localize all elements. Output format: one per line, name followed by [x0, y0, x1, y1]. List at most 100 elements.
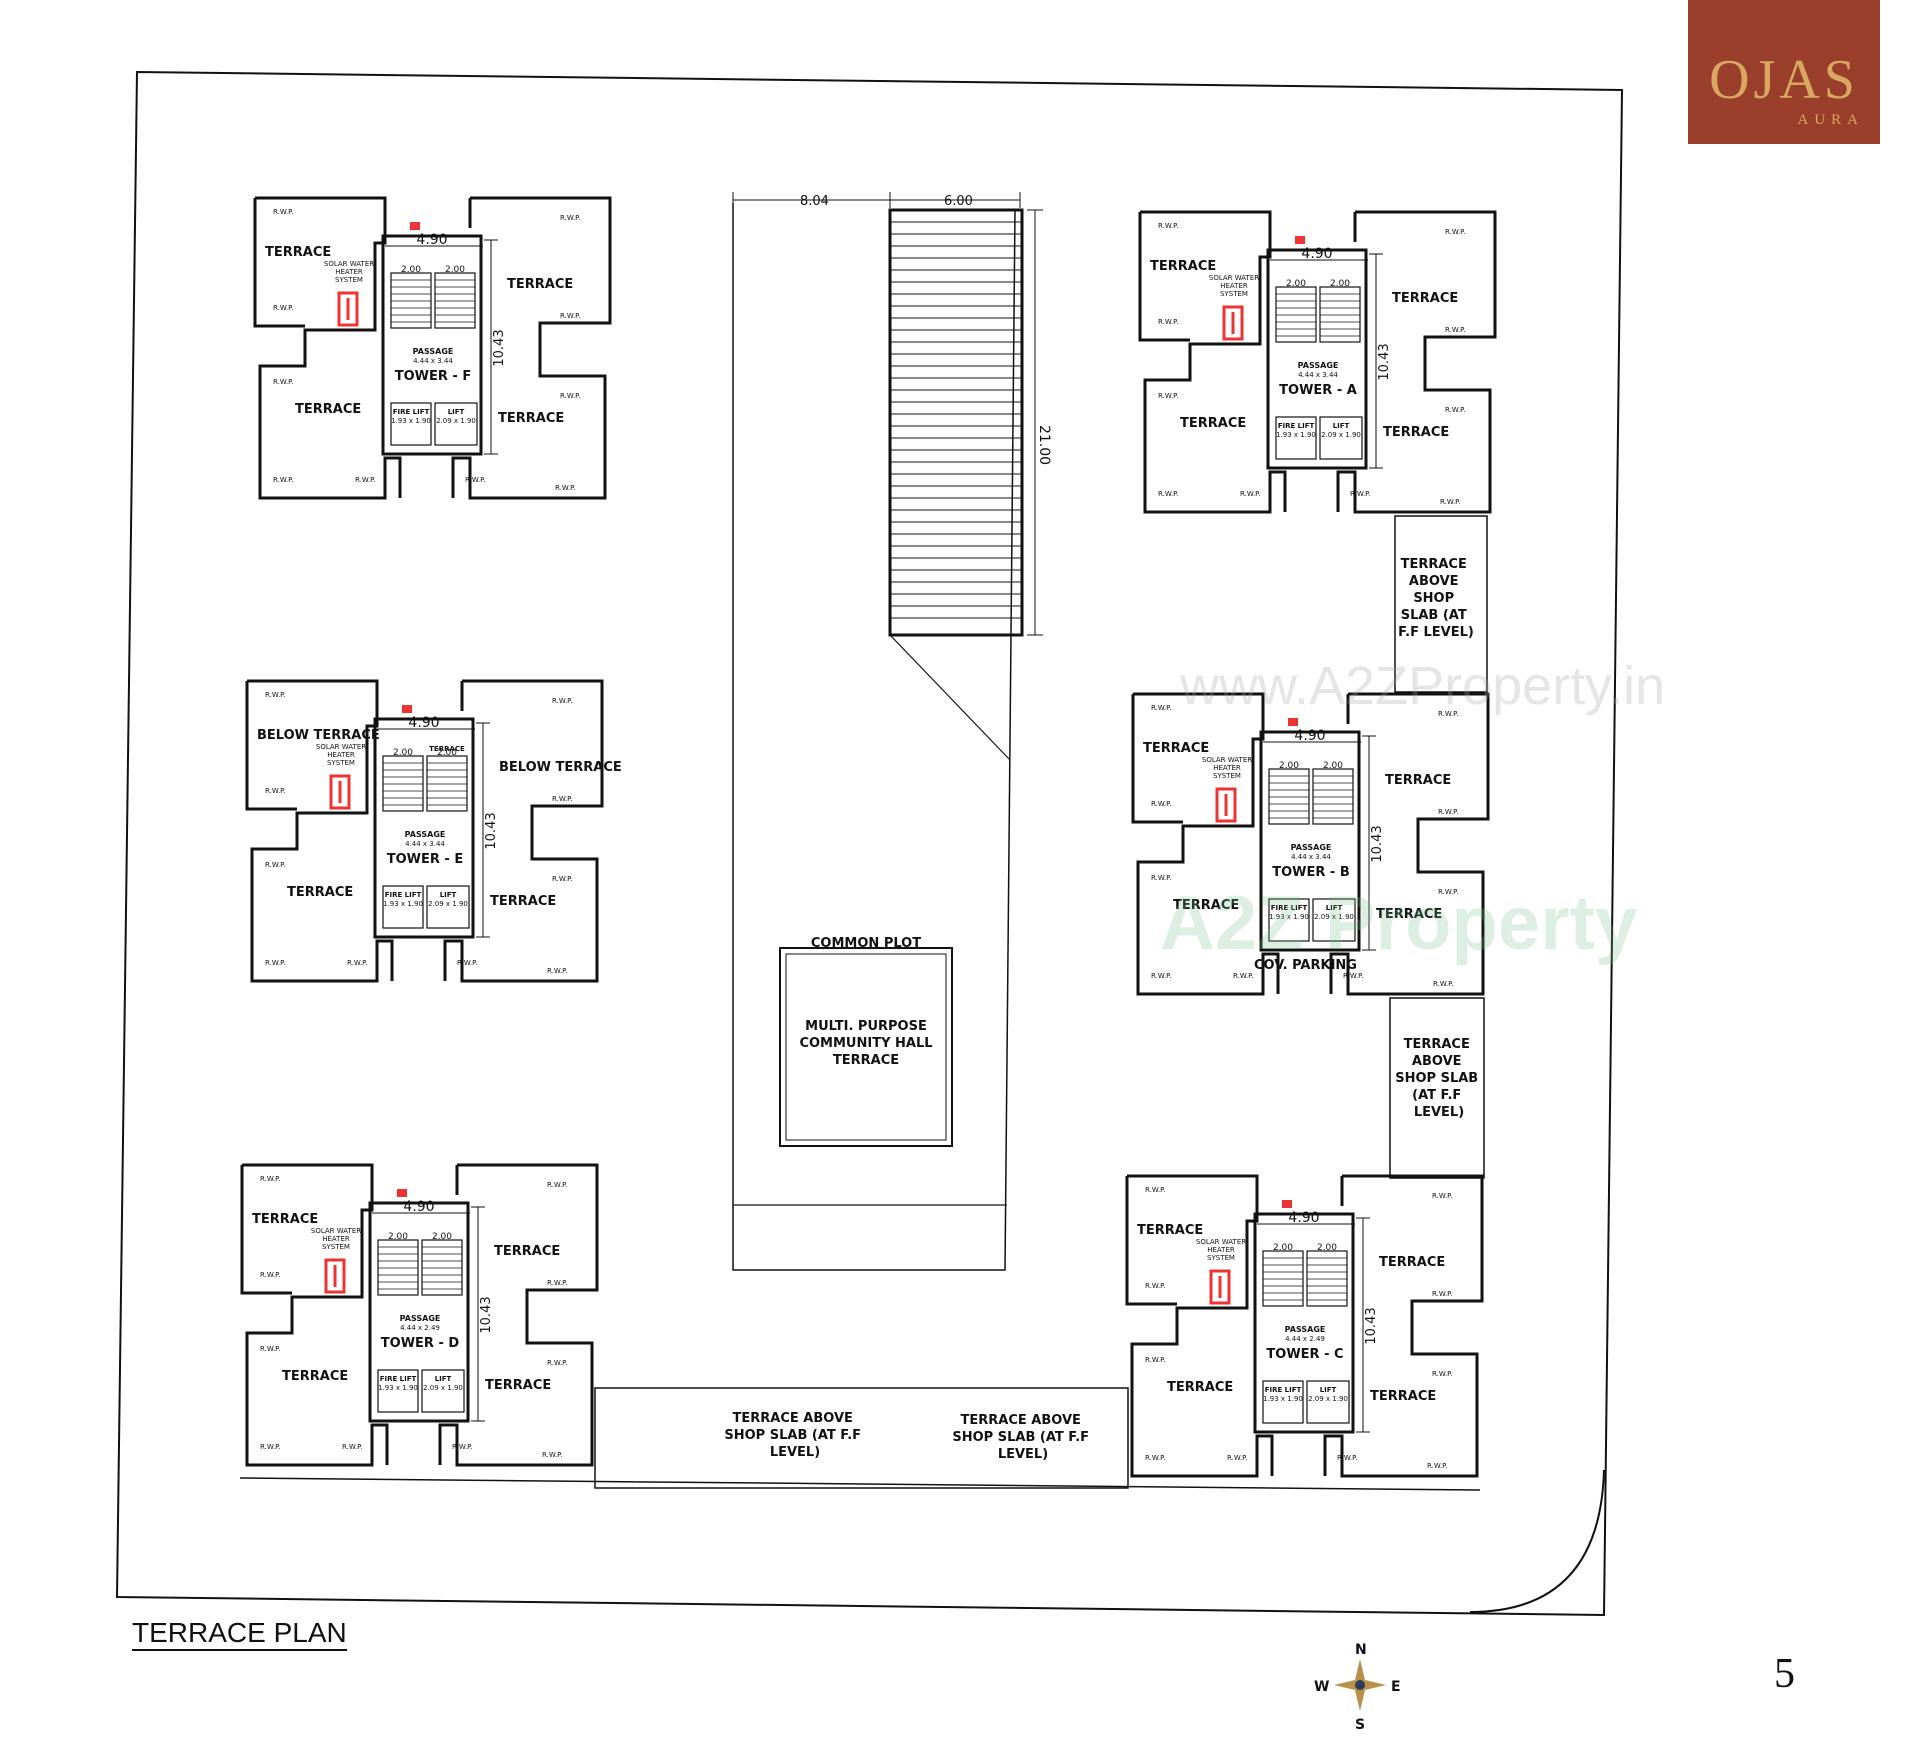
- vent-marker: [1282, 1200, 1292, 1208]
- dim-10-43: 10.43: [1377, 343, 1392, 380]
- solar-label-3: SYSTEM: [335, 276, 363, 284]
- dim-4-90: 4.90: [416, 232, 447, 248]
- rwp-label: R.W.P.: [265, 861, 286, 869]
- svg-text:TERRACE ABOVE SHOP SLAB: TERRACE ABOVE SHOP SLAB (AT F.F LEVEL): [952, 1413, 1093, 1462]
- passage-label: PASSAGE: [1298, 361, 1339, 370]
- dim-2-00-a: 2.00: [1279, 761, 1299, 771]
- rwp-label: R.W.P.: [260, 1175, 281, 1183]
- rwp-label: R.W.P.: [560, 312, 581, 320]
- rwp-label: R.W.P.: [1432, 1370, 1453, 1378]
- hall-label-1: MULTI. PURPOSE: [805, 1019, 927, 1034]
- dim-10-43: 10.43: [492, 329, 507, 366]
- terrace-label-bl: TERRACE: [1173, 898, 1239, 913]
- dim-2-00-b: 2.00: [1323, 761, 1343, 771]
- rwp-label: R.W.P.: [552, 875, 573, 883]
- dim-4-90: 4.90: [403, 1199, 434, 1215]
- compass-rose-icon: N S E W: [1314, 1642, 1401, 1733]
- lift-size: 2.09 x 1.90: [1308, 1395, 1348, 1403]
- tower-name: TOWER - D: [381, 1336, 460, 1351]
- passage-size: 4.44 x 3.44: [413, 357, 453, 365]
- dim-10-43: 10.43: [484, 812, 499, 849]
- tower-name: TOWER - E: [387, 852, 463, 867]
- terrace-label-bl: TERRACE: [1180, 416, 1246, 431]
- dim-21-00: 21.00: [1036, 425, 1052, 465]
- solar-label-3: SYSTEM: [1220, 290, 1248, 298]
- solar-heater-icon: [324, 1258, 346, 1294]
- rwp-label: R.W.P.: [273, 476, 294, 484]
- dim-2-00-a: 2.00: [388, 1232, 408, 1242]
- terrace-label-bl: TERRACE: [1167, 1380, 1233, 1395]
- rwp-label: R.W.P.: [547, 1279, 568, 1287]
- rwp-label: R.W.P.: [555, 484, 576, 492]
- fire-lift-label: FIRE LIFT: [1271, 904, 1308, 912]
- rwp-label: R.W.P.: [1158, 490, 1179, 498]
- shop-right2-l3: SHOP SLAB: [1395, 1071, 1478, 1086]
- rwp-label: R.W.P.: [1145, 1356, 1166, 1364]
- passage-label: PASSAGE: [1285, 1325, 1326, 1334]
- terrace-label-tr: TERRACE: [1392, 291, 1458, 306]
- page-number: 5: [1774, 1651, 1795, 1697]
- svg-text:TERRACE ABOVE SHOP: TERRACE ABOVE SHOP SLAB (AT F.F LEVEL): [1395, 1037, 1483, 1120]
- terrace-label-tl: TERRACE: [1150, 259, 1216, 274]
- rwp-label: R.W.P.: [560, 214, 581, 222]
- rwp-label: R.W.P.: [1432, 1192, 1453, 1200]
- rwp-label: R.W.P.: [355, 476, 376, 484]
- dim-4-90: 4.90: [408, 715, 439, 731]
- fire-lift-size: 1.93 x 1.90: [1276, 431, 1316, 439]
- dim-2-00-a: 2.00: [393, 748, 413, 758]
- passage-label: PASSAGE: [413, 347, 454, 356]
- dim-2-00-b: 2.00: [432, 1232, 452, 1242]
- terrace-label-br: TERRACE: [498, 411, 564, 426]
- page-title: TERRACE PLAN: [132, 1618, 347, 1651]
- solar-label-1: SOLAR WATER: [311, 1227, 361, 1235]
- dim-4-90: 4.90: [1301, 246, 1332, 262]
- shop-bottom1-l1: TERRACE ABOVE: [733, 1411, 853, 1426]
- lift-label: LIFT: [448, 408, 465, 416]
- solar-heater-icon: [337, 291, 359, 327]
- rwp-label: R.W.P.: [552, 697, 573, 705]
- site-boundary: [115, 70, 1624, 1617]
- rwp-label: R.W.P.: [265, 959, 286, 967]
- solar-heater-icon: [1215, 787, 1237, 823]
- solar-label-2: HEATER: [335, 268, 363, 276]
- fire-lift-label: FIRE LIFT: [393, 408, 430, 416]
- shop-right2-l5: LEVEL): [1414, 1105, 1464, 1120]
- dim-2-00-b: 2.00: [1317, 1243, 1337, 1253]
- rwp-label: R.W.P.: [1432, 1290, 1453, 1298]
- fire-lift-label: FIRE LIFT: [1278, 422, 1315, 430]
- rwp-label: R.W.P.: [265, 691, 286, 699]
- shop-right2-l1: TERRACE: [1404, 1037, 1470, 1052]
- terrace-label-tl: TERRACE: [1137, 1223, 1203, 1238]
- solar-label-2: HEATER: [327, 751, 355, 759]
- terrace-label-tr: TERRACE: [1385, 773, 1451, 788]
- rwp-label: R.W.P.: [457, 959, 478, 967]
- rwp-label: R.W.P.: [1440, 498, 1461, 506]
- tower-name: TOWER - A: [1279, 383, 1357, 398]
- dim-8-04: 8.04: [800, 194, 829, 209]
- ramp-hatching: [890, 221, 1022, 619]
- vent-marker: [410, 222, 420, 230]
- terrace-label-tl: TERRACE: [252, 1212, 318, 1227]
- solar-label-3: SYSTEM: [1207, 1254, 1235, 1262]
- solar-label-2: HEATER: [322, 1235, 350, 1243]
- fire-lift-label: FIRE LIFT: [380, 1375, 417, 1383]
- rwp-label: R.W.P.: [273, 208, 294, 216]
- svg-text:TERRACE ABOVE SHOP: TERRACE ABOVE SHOP SLAB (AT F.F LEVEL): [1398, 557, 1474, 640]
- shop-bottom2-l2: SHOP SLAB (AT F.F: [952, 1430, 1089, 1445]
- rwp-label: R.W.P.: [1158, 392, 1179, 400]
- terrace-label-tl: TERRACE: [1143, 741, 1209, 756]
- boundary-curve: [1469, 1469, 1605, 1613]
- passage-label: PASSAGE: [400, 1314, 441, 1323]
- dim-10-43: 10.43: [1370, 825, 1385, 862]
- solar-label-1: SOLAR WATER: [324, 260, 374, 268]
- solar-label-3: SYSTEM: [327, 759, 355, 767]
- passage-size: 4.44 x 2.49: [400, 1324, 440, 1332]
- terrace-label-tr: BELOW TERRACE: [499, 760, 622, 775]
- brand-tagline: AURA: [1797, 112, 1864, 128]
- lift-size: 2.09 x 1.90: [1321, 431, 1361, 439]
- lift-label: LIFT: [1333, 422, 1350, 430]
- vent-marker: [1288, 718, 1298, 726]
- rwp-label: R.W.P.: [1145, 1186, 1166, 1194]
